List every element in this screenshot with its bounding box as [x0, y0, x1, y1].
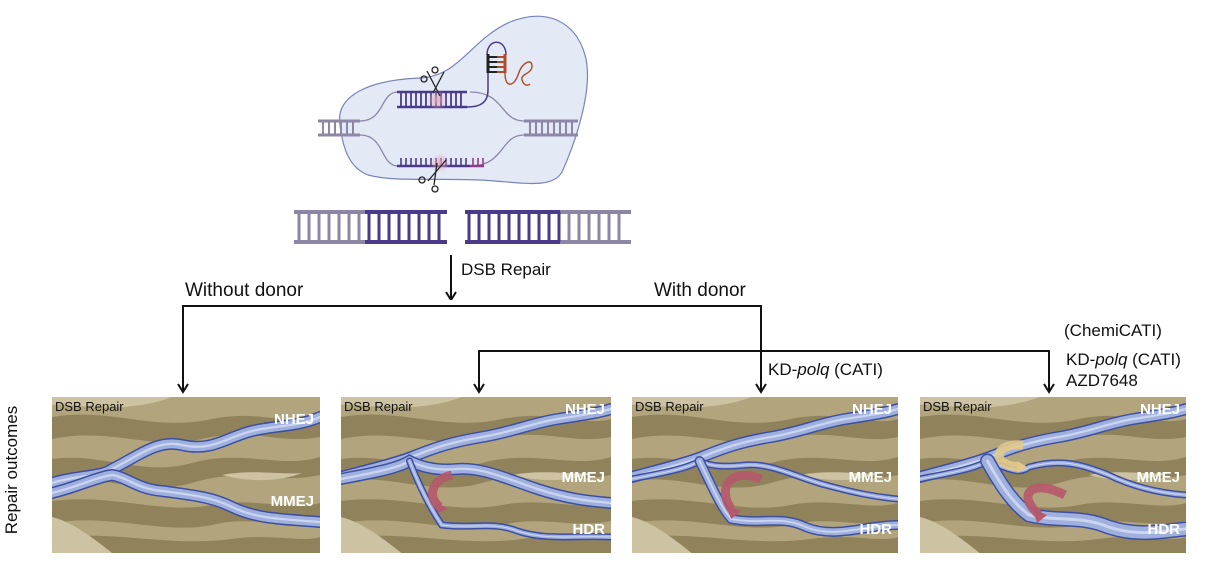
without-donor-label: Without donor — [185, 280, 304, 301]
dna-fragment-left — [294, 210, 447, 244]
redirect-arrow-chem — [994, 440, 1024, 472]
terrain-band — [341, 535, 611, 553]
terrain-highlight — [800, 472, 881, 481]
cati-suffix: (CATI) — [829, 360, 883, 379]
panel-without-donor: DSB Repair NHEJ MMEJ — [52, 397, 320, 553]
terrain-highlight — [52, 397, 172, 408]
terrain-band — [52, 414, 320, 443]
outcome-mmej: MMEJ — [848, 469, 892, 486]
panel-title: DSB Repair — [344, 399, 413, 414]
outcome-hdr: HDR — [859, 521, 893, 538]
azd7648-label: AZD7648 — [1066, 371, 1138, 390]
terrain-highlight — [341, 517, 402, 553]
river-mmej-highlight — [632, 460, 898, 500]
panel-with-donor: DSB Repair NHEJ MMEJ HDR — [341, 397, 611, 553]
outcome-mmej: MMEJ — [270, 493, 314, 510]
kd-prefix: KD- — [768, 360, 798, 379]
terrain-highlight — [632, 517, 692, 553]
terrain-illustration — [920, 397, 1186, 553]
river-hdr-highlight — [698, 460, 898, 533]
dna-left-flank — [318, 119, 360, 137]
terrain-highlight — [222, 472, 302, 481]
terrain-highlight — [632, 397, 752, 408]
terrain-band — [52, 535, 320, 553]
dsb-repair-label: DSB Repair — [461, 260, 551, 279]
redirect-arrow — [721, 470, 763, 512]
river-hdr-highlight — [986, 459, 1186, 535]
cati-suffix: (CATI) — [1127, 350, 1181, 369]
kd-polq-cati-label: KD-polq (CATI) — [768, 360, 883, 380]
terrain-band — [341, 499, 611, 528]
bracket-donor-split — [182, 305, 762, 392]
cas9-protein-blob — [339, 15, 589, 185]
outcome-nhej: NHEJ — [851, 401, 892, 418]
redirect-arrow-head — [1033, 509, 1048, 523]
chemicati-label: (ChemiCATI) — [1064, 321, 1162, 340]
outcome-mmej: MMEJ — [561, 469, 605, 486]
branch-brackets — [177, 305, 1055, 394]
river-nhej-highlight — [920, 407, 1186, 479]
outcome-nhej: NHEJ — [564, 401, 605, 418]
panel-title: DSB Repair — [55, 399, 124, 414]
river-mmej-highlight — [920, 460, 1186, 496]
redirect-arrow-head — [435, 501, 448, 513]
bracket-treatment — [478, 350, 1050, 392]
river-mmej-highlight — [341, 459, 611, 505]
terrain-band — [920, 535, 1186, 553]
outcome-nhej: NHEJ — [273, 411, 314, 428]
outcome-mmej: MMEJ — [1136, 469, 1180, 486]
outcome-hdr: HDR — [572, 521, 606, 538]
outcome-hdr: HDR — [1147, 521, 1181, 538]
cleaved-dna — [294, 210, 631, 244]
panel-title: DSB Repair — [923, 399, 992, 414]
terrain-band — [632, 535, 898, 553]
terrain-highlight — [920, 517, 980, 553]
scissors-icon — [418, 159, 447, 193]
river-nhej-highlight — [632, 407, 898, 479]
kd-prefix: KD- — [1066, 350, 1096, 369]
redirect-arrow-head — [725, 505, 742, 519]
dna-right-flank — [524, 119, 578, 137]
terrain-band — [632, 499, 898, 528]
terrain-highlight — [920, 397, 1040, 408]
polq-gene: polq — [797, 360, 830, 379]
sgrna-hairpin — [486, 41, 533, 86]
polq-gene: polq — [1095, 350, 1128, 369]
panel-chemicati: DSB Repair NHEJ MMEJ HDR — [920, 397, 1186, 553]
terrain-illustration — [341, 397, 611, 553]
terrain-highlight — [512, 472, 593, 481]
outcome-nhej: NHEJ — [1139, 401, 1180, 418]
terrain-highlight — [341, 397, 462, 408]
cas9-complex-diagram — [294, 15, 631, 300]
terrain-illustration — [52, 397, 320, 553]
y-axis-title: Repair outcomes — [2, 405, 21, 535]
scissors-icon — [420, 66, 445, 97]
panel-title: DSB Repair — [635, 399, 704, 414]
with-donor-label: With donor — [654, 280, 746, 301]
redirect-arrow — [1023, 483, 1067, 519]
river-mmej-highlight — [52, 473, 320, 524]
terrain-highlight — [52, 517, 112, 553]
flow-arrows — [445, 255, 457, 300]
kd-polq-cati-label-2: KD-polq (CATI) — [1066, 350, 1181, 370]
dna-fragment-right — [465, 210, 631, 244]
river-hdr-highlight — [409, 460, 611, 538]
panel-kd-polq: DSB Repair NHEJ MMEJ HDR — [632, 397, 898, 553]
redirect-arrow-chem-head — [1017, 461, 1028, 473]
terrain-illustration — [632, 397, 898, 553]
